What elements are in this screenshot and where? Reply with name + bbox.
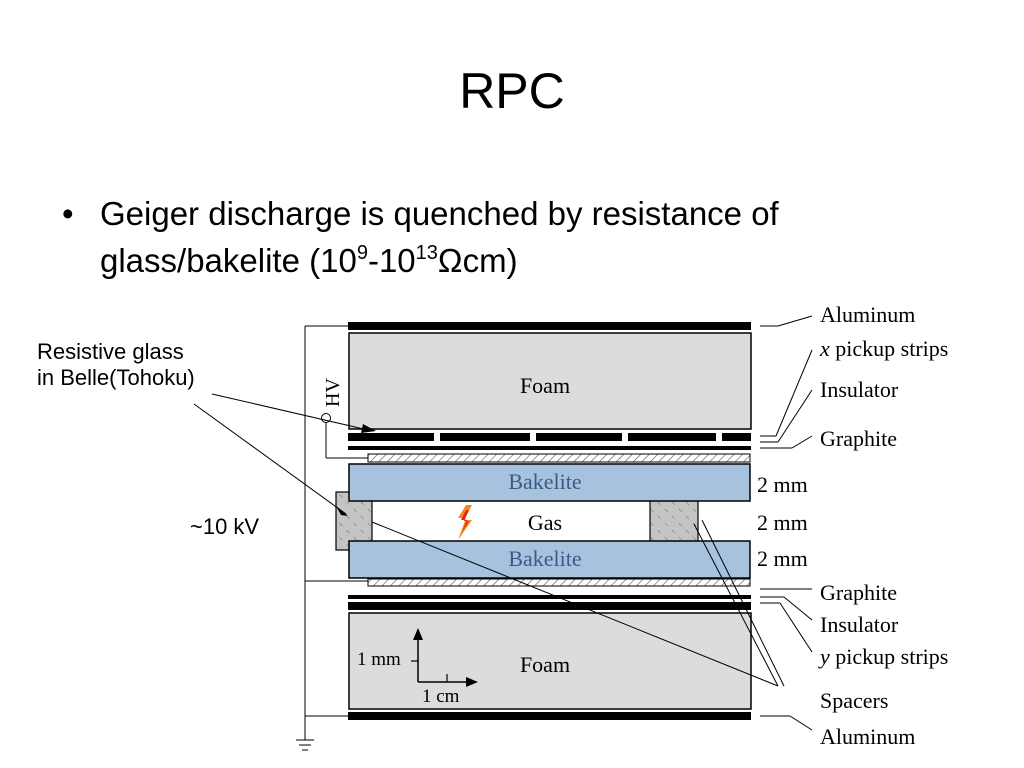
bakelite-plate-top — [348, 463, 751, 502]
label-y-pickup-strips: y pickup strips — [818, 644, 948, 669]
aluminum-plate-bottom — [348, 712, 751, 720]
bakelite-plate-bottom — [348, 540, 751, 579]
label-x-pickup-strips: x pickup strips — [819, 336, 948, 361]
slide-title: RPC — [459, 63, 565, 119]
insulator-bottom — [348, 595, 751, 599]
leader-lines — [193, 315, 813, 731]
foam-block-top — [348, 332, 752, 430]
label-insulator-bottom: Insulator — [820, 612, 899, 637]
label-aluminum-bottom: Aluminum — [820, 724, 915, 749]
aluminum-plate-top — [348, 322, 751, 330]
label-thickness-2: 2 mm — [757, 510, 808, 535]
y-pickup-strips — [348, 602, 751, 610]
foam-label-bottom: Foam — [520, 652, 570, 677]
graphite-layer-bottom — [367, 578, 751, 587]
foam-label-top: Foam — [520, 373, 570, 398]
hv-label: HV — [322, 378, 344, 407]
label-thickness-1: 2 mm — [757, 472, 808, 497]
x-pickup-strips — [348, 433, 751, 441]
bullet-text-end: Ωcm) — [437, 242, 518, 279]
resistive-glass-line-2: in Belle(Tohoku) — [37, 365, 195, 390]
bullet-exponent-2: 13 — [415, 242, 438, 264]
bullet-text: Geiger discharge is quenched by resistan… — [100, 190, 960, 284]
bakelite-label-bottom: Bakelite — [508, 546, 581, 571]
voltage-label: ~10 kV — [190, 514, 260, 539]
bullet-marker: • — [62, 195, 74, 232]
label-graphite-bottom: Graphite — [820, 580, 897, 605]
scale-bar — [411, 628, 478, 687]
scale-vertical-label: 1 mm — [357, 649, 401, 670]
label-aluminum-top: Aluminum — [820, 302, 915, 327]
bullet-text-mid: -10 — [367, 242, 416, 279]
label-thickness-3: 2 mm — [757, 546, 808, 571]
ground-icon — [296, 739, 314, 751]
discharge-spark-icon — [458, 505, 472, 540]
bullet-exponent-1: 9 — [356, 242, 368, 264]
label-graphite-top: Graphite — [820, 426, 897, 451]
arrowhead-icon — [336, 506, 348, 516]
label-spacers: Spacers — [820, 688, 888, 713]
graphite-layer-top — [367, 453, 751, 463]
resistive-glass-annotation: Resistive glass in Belle(Tohoku) — [37, 339, 195, 391]
gas-label: Gas — [528, 510, 562, 535]
arrowhead-icon — [361, 424, 376, 433]
label-insulator-top: Insulator — [820, 377, 899, 402]
resistive-glass-line-1: Resistive glass — [37, 339, 184, 364]
insulator-top — [348, 446, 751, 450]
scale-horizontal-label: 1 cm — [422, 686, 460, 707]
bakelite-label-top: Bakelite — [508, 469, 581, 494]
bullet-text-main: Geiger discharge is quenched by resistan… — [100, 195, 779, 279]
hv-circuit — [304, 325, 368, 740]
